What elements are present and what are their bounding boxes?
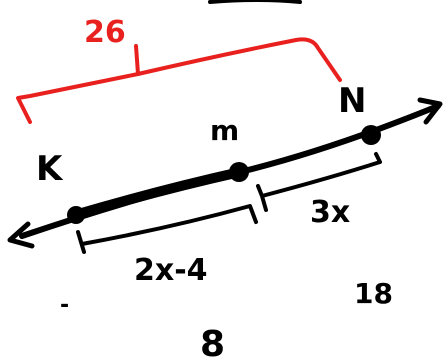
left-arrow-icon xyxy=(7,221,35,249)
top-smudge xyxy=(208,0,302,4)
point-m-label: m xyxy=(210,114,239,147)
point-k-label: K xyxy=(36,149,64,189)
seg-mn-label: 3x xyxy=(310,195,350,230)
mn-measure-bracket xyxy=(256,152,382,212)
point-m-dot xyxy=(229,162,249,182)
line-thick-segment xyxy=(73,167,245,219)
point-n-dot xyxy=(361,125,381,145)
value-right: 18 xyxy=(354,277,393,310)
bracket-stem xyxy=(134,44,140,76)
seg-km-label: 2x-4 xyxy=(134,253,208,288)
value-bottom: 8 xyxy=(200,324,225,363)
point-k-dot xyxy=(67,206,85,224)
total-bracket xyxy=(16,37,342,124)
right-arrow-icon xyxy=(417,97,443,125)
point-n-label: N xyxy=(338,81,366,121)
bracket-line xyxy=(16,37,342,124)
km-measure-bracket xyxy=(76,204,258,254)
dot-mark: - xyxy=(60,293,69,318)
total-label: 26 xyxy=(84,15,126,50)
